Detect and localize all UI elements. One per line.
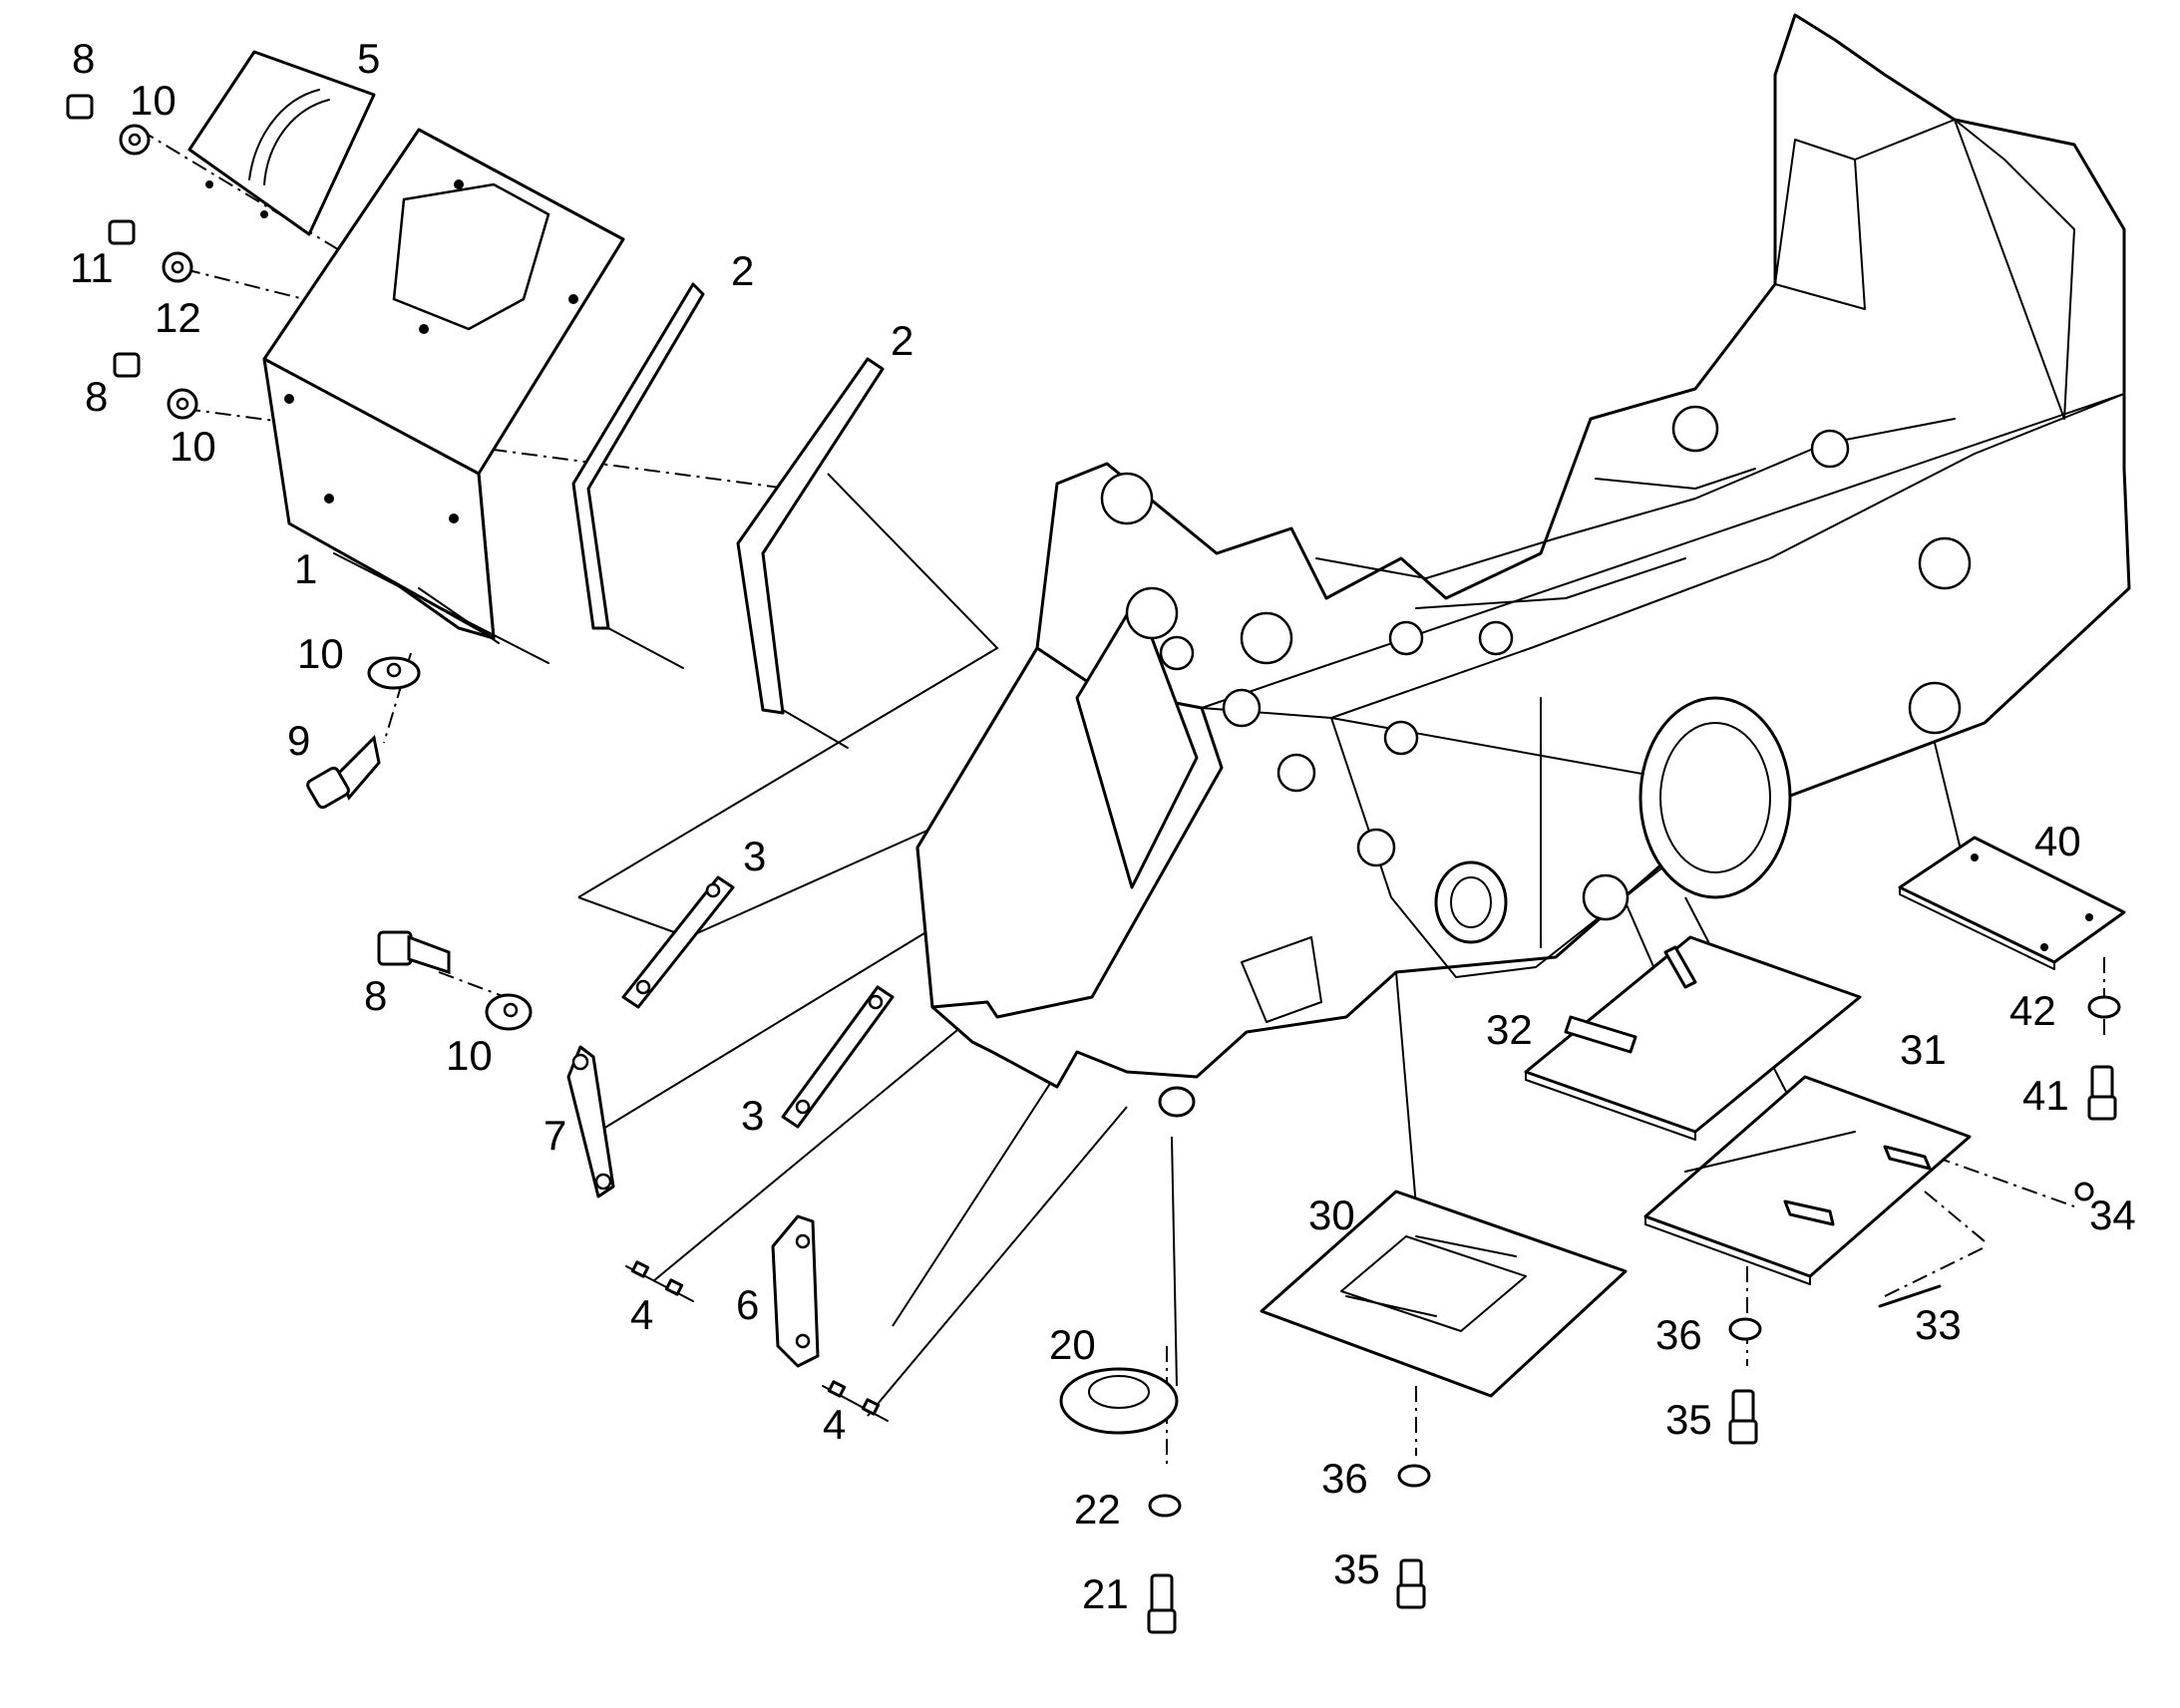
callout-1: 1 (294, 545, 317, 592)
callout-5: 5 (357, 35, 380, 82)
callout-42: 42 (2009, 987, 2056, 1034)
part-40-plate (1898, 836, 2126, 970)
part-5-access-panel (187, 50, 376, 236)
fasteners-bottom (1147, 995, 2121, 1634)
callout-2-a: 2 (731, 247, 754, 294)
callout-35-b: 35 (1665, 1396, 1712, 1443)
callout-7: 7 (544, 1112, 566, 1159)
part-4-pins-a (625, 1260, 694, 1302)
callout-11: 11 (70, 244, 114, 291)
part-31-plate (1643, 1075, 1972, 1285)
part-3-bar-b (781, 985, 895, 1129)
fasteners-top-left (66, 94, 198, 420)
callout-10-d: 10 (446, 1032, 493, 1079)
callout-36-a: 36 (1321, 1455, 1368, 1502)
callout-35-a: 35 (1333, 1545, 1380, 1592)
part-3-bar-a (621, 875, 735, 1009)
part-1-cover-box (262, 128, 625, 664)
callout-10-b: 10 (170, 423, 216, 470)
callout-8-b: 8 (85, 373, 108, 420)
callout-32: 32 (1486, 1006, 1533, 1053)
callout-9: 9 (287, 717, 310, 764)
fastener-9-bolt (306, 656, 421, 810)
part-2-strip-a (571, 282, 705, 669)
callout-10-a: 10 (130, 77, 177, 124)
callout-36-b: 36 (1655, 1311, 1702, 1358)
callout-10-c: 10 (297, 630, 344, 677)
callout-4-b: 4 (823, 1401, 846, 1448)
part-2-strip-b (736, 357, 885, 749)
callout-8-c: 8 (364, 972, 387, 1019)
callout-4-a: 4 (630, 1291, 653, 1338)
callout-30: 30 (1308, 1192, 1355, 1238)
part-20-ring (1059, 1367, 1179, 1435)
part-7-hinge-arm (566, 1045, 615, 1198)
part-30-plate (1260, 1190, 1628, 1398)
main-frame (915, 13, 2131, 1118)
callout-34: 34 (2089, 1192, 2136, 1238)
callout-22: 22 (1074, 1486, 1121, 1533)
callouts: 8 5 10 11 12 8 10 2 2 1 10 9 3 8 10 7 3 … (70, 35, 2136, 1617)
part-6-bracket (771, 1214, 820, 1368)
callout-3-a: 3 (743, 833, 766, 879)
callout-8-a: 8 (72, 35, 95, 82)
part-32-plate (1524, 935, 1862, 1141)
callout-21: 21 (1082, 1570, 1129, 1617)
part-4-pins-b (822, 1380, 889, 1422)
callout-31: 31 (1900, 1026, 1947, 1073)
callout-3-b: 3 (741, 1092, 764, 1139)
callout-33: 33 (1915, 1301, 1962, 1348)
callout-12: 12 (155, 294, 201, 341)
callout-2-b: 2 (891, 317, 913, 364)
callout-40: 40 (2034, 818, 2081, 864)
callout-41: 41 (2022, 1072, 2069, 1119)
fastener-8-bolt-mid (377, 930, 533, 1031)
callout-20: 20 (1049, 1321, 1096, 1368)
callout-6: 6 (736, 1281, 759, 1328)
